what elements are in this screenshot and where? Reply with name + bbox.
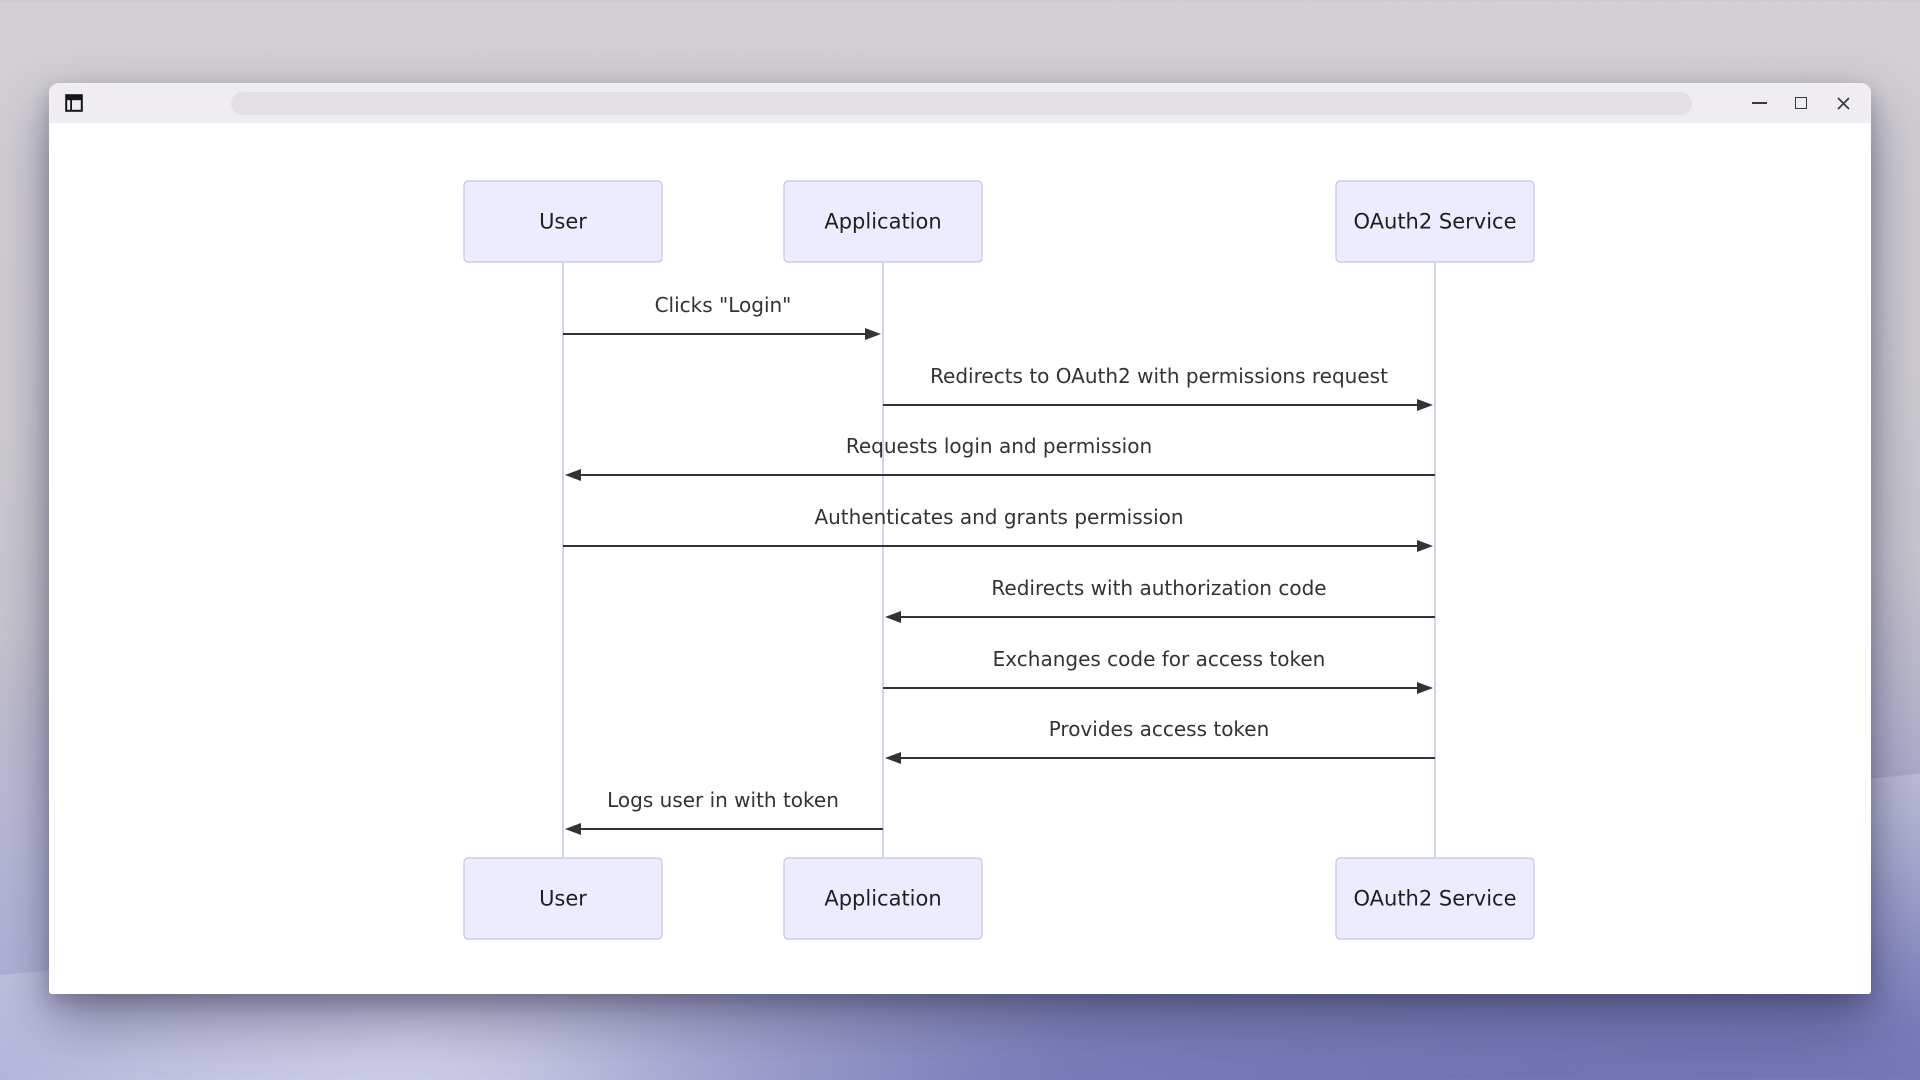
window-controls bbox=[1745, 89, 1857, 117]
close-button[interactable] bbox=[1829, 89, 1857, 117]
message-arrowhead bbox=[1417, 540, 1433, 552]
message-arrowhead bbox=[1417, 682, 1433, 694]
actor-box-bottom bbox=[783, 857, 983, 940]
message-label: Exchanges code for access token bbox=[993, 647, 1326, 671]
maximize-icon bbox=[1795, 97, 1807, 109]
maximize-button[interactable] bbox=[1787, 89, 1815, 117]
titlebar[interactable] bbox=[49, 83, 1871, 123]
message-arrowhead bbox=[865, 328, 881, 340]
message-arrowhead bbox=[885, 611, 901, 623]
actor-box-top bbox=[1335, 180, 1535, 263]
page-content: Clicks "Login" Redirects to OAuth2 with p… bbox=[49, 123, 1871, 994]
message-label: Redirects with authorization code bbox=[991, 576, 1326, 600]
message-label: Requests login and permission bbox=[846, 434, 1152, 458]
actor-label: OAuth2 Service bbox=[1353, 210, 1516, 234]
sequence-diagram: Clicks "Login" Redirects to OAuth2 with p… bbox=[463, 180, 1535, 940]
message-label: Redirects to OAuth2 with permissions req… bbox=[930, 364, 1388, 388]
minimize-icon bbox=[1751, 102, 1767, 104]
message-arrowhead bbox=[885, 752, 901, 764]
actor-box-top bbox=[463, 180, 663, 263]
actor-label: Application bbox=[824, 210, 941, 234]
actor-box-bottom bbox=[1335, 857, 1535, 940]
actor-label: Application bbox=[824, 887, 941, 911]
actor-label: User bbox=[539, 210, 587, 234]
actor-label: OAuth2 Service bbox=[1353, 887, 1516, 911]
actor-box-top bbox=[783, 180, 983, 263]
window-sidebar-icon bbox=[65, 94, 83, 112]
minimize-button[interactable] bbox=[1745, 89, 1773, 117]
message-arrowhead bbox=[565, 469, 581, 481]
message-arrowhead bbox=[565, 823, 581, 835]
close-icon bbox=[1836, 96, 1850, 110]
message-label: Authenticates and grants permission bbox=[814, 505, 1183, 529]
actor-label: User bbox=[539, 887, 587, 911]
app-window: Clicks "Login" Redirects to OAuth2 with p… bbox=[49, 83, 1871, 994]
message-arrowhead bbox=[1417, 399, 1433, 411]
actor-box-bottom bbox=[463, 857, 663, 940]
message-label: Clicks "Login" bbox=[655, 293, 792, 317]
message-label: Logs user in with token bbox=[607, 788, 839, 812]
message-label: Provides access token bbox=[1049, 717, 1270, 741]
address-bar[interactable] bbox=[231, 91, 1692, 115]
